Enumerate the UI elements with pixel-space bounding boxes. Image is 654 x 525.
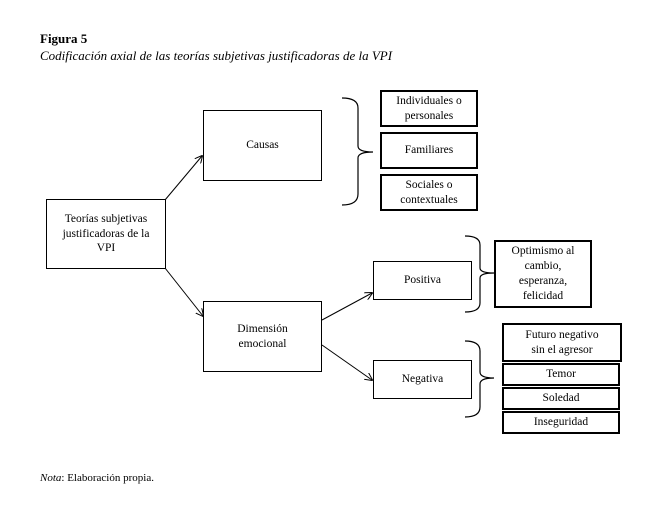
arrow-root-to-dimension <box>164 267 203 316</box>
node-inseguridad: Inseguridad <box>502 411 620 434</box>
node-familiares: Familiares <box>380 132 478 169</box>
figure-note: Nota: Elaboración propia. <box>40 472 154 484</box>
brace-negativa <box>464 340 495 418</box>
figure-label: Figura 5 <box>40 31 88 46</box>
node-soledad: Soledad <box>502 387 620 410</box>
brace-causas <box>341 97 374 206</box>
figure-caption: Codificación axial de las teorías subjet… <box>40 48 393 63</box>
node-positiva: Positiva <box>373 261 472 300</box>
node-causas: Causas <box>203 110 322 181</box>
arrow-dimension-to-negativa <box>321 344 372 380</box>
node-temor: Temor <box>502 363 620 386</box>
arrow-root-to-causas <box>164 156 202 201</box>
node-negativa: Negativa <box>373 360 472 399</box>
arrow-dimension-to-positiva <box>321 293 372 321</box>
